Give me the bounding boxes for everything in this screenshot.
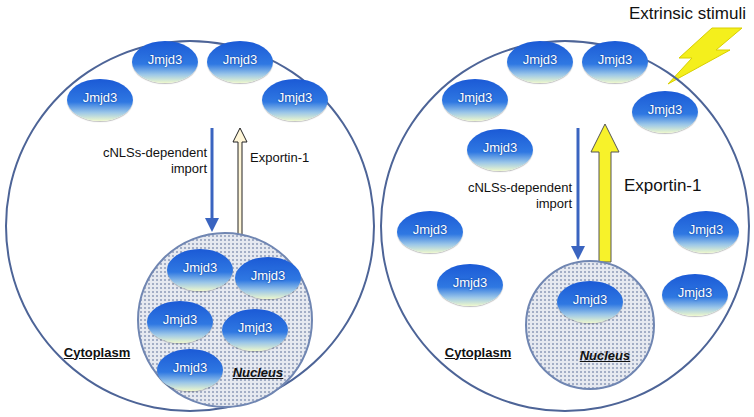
protein-ellipse: Jmjd3 <box>673 211 739 253</box>
protein-ellipse: Jmjd3 <box>397 211 463 253</box>
protein-name: Jmjd3 <box>238 320 273 341</box>
transport-label: cNLSs-dependent import <box>95 145 207 176</box>
protein-name: Jmjd3 <box>278 90 313 111</box>
protein-ellipse: Jmjd3 <box>442 79 508 121</box>
cell-outline: Jmjd3NucleusJmjd3Jmjd3Jmjd3Jmjd3Jmjd3Jmj… <box>380 40 750 412</box>
protein-ellipse: Jmjd3 <box>467 129 533 171</box>
protein-ellipse: Jmjd3 <box>632 91 698 133</box>
protein-ellipse: Jmjd3 <box>67 79 133 121</box>
protein-ellipse: Jmjd3 <box>437 264 503 306</box>
protein-name: Jmjd3 <box>163 312 198 333</box>
transport-label: Exportin-1 <box>624 176 734 196</box>
protein-ellipse: Jmjd3 <box>207 41 273 83</box>
protein-ellipse: Jmjd3 <box>507 41 573 83</box>
protein-ellipse: Jmjd3 <box>582 41 648 83</box>
protein-name: Jmjd3 <box>689 222 724 243</box>
protein-name: Jmjd3 <box>173 360 208 381</box>
protein-ellipse: Jmjd3 <box>662 274 728 316</box>
protein-name: Jmjd3 <box>183 260 218 281</box>
protein-name: Jmjd3 <box>413 222 448 243</box>
transport-label: cNLSs-dependent import <box>460 180 572 211</box>
protein-name: Jmjd3 <box>648 102 683 123</box>
compartment-name: Cytoplasm <box>445 345 511 360</box>
protein-ellipse: Jmjd3 <box>235 257 301 299</box>
protein-name: Jmjd3 <box>453 275 488 296</box>
protein-name: Jmjd3 <box>458 90 493 111</box>
protein-ellipse: Jmjd3 <box>167 249 233 291</box>
export-arrow <box>591 124 619 262</box>
nucleus-circle: Jmjd3Nucleus <box>525 260 655 390</box>
lightning-bolt <box>668 28 742 84</box>
protein-name: Jmjd3 <box>598 52 633 73</box>
stimulus-label: Extrinsic stimuli <box>596 4 746 24</box>
protein-name: Jmjd3 <box>523 52 558 73</box>
protein-ellipse: Jmjd3 <box>262 79 328 121</box>
protein-name: Jmjd3 <box>251 268 286 289</box>
protein-ellipse: Jmjd3 <box>132 41 198 83</box>
protein-ellipse: Jmjd3 <box>222 309 288 351</box>
protein-name: Jmjd3 <box>678 285 713 306</box>
import-arrowhead <box>205 218 219 232</box>
protein-ellipse: Jmjd3 <box>157 349 223 391</box>
compartment-name: Cytoplasm <box>64 345 130 360</box>
import-arrowhead <box>571 246 585 260</box>
nucleus-circle: Jmjd3Jmjd3Jmjd3Jmjd3Jmjd3Nucleus <box>137 232 313 408</box>
compartment-name: Nucleus <box>233 365 284 380</box>
compartment-name: Nucleus <box>580 348 631 363</box>
protein-name: Jmjd3 <box>483 140 518 161</box>
protein-name: Jmjd3 <box>573 292 608 313</box>
protein-name: Jmjd3 <box>223 52 258 73</box>
export-arrow <box>233 128 247 236</box>
protein-name: Jmjd3 <box>148 52 183 73</box>
protein-name: Jmjd3 <box>83 90 118 111</box>
protein-ellipse: Jmjd3 <box>557 281 623 323</box>
protein-ellipse: Jmjd3 <box>147 301 213 343</box>
transport-label: Exportin-1 <box>250 150 340 166</box>
import-arrow <box>211 128 214 219</box>
cell-outline: Jmjd3Jmjd3Jmjd3Jmjd3Jmjd3NucleusJmjd3Jmj… <box>5 40 375 412</box>
import-arrow <box>577 128 580 247</box>
